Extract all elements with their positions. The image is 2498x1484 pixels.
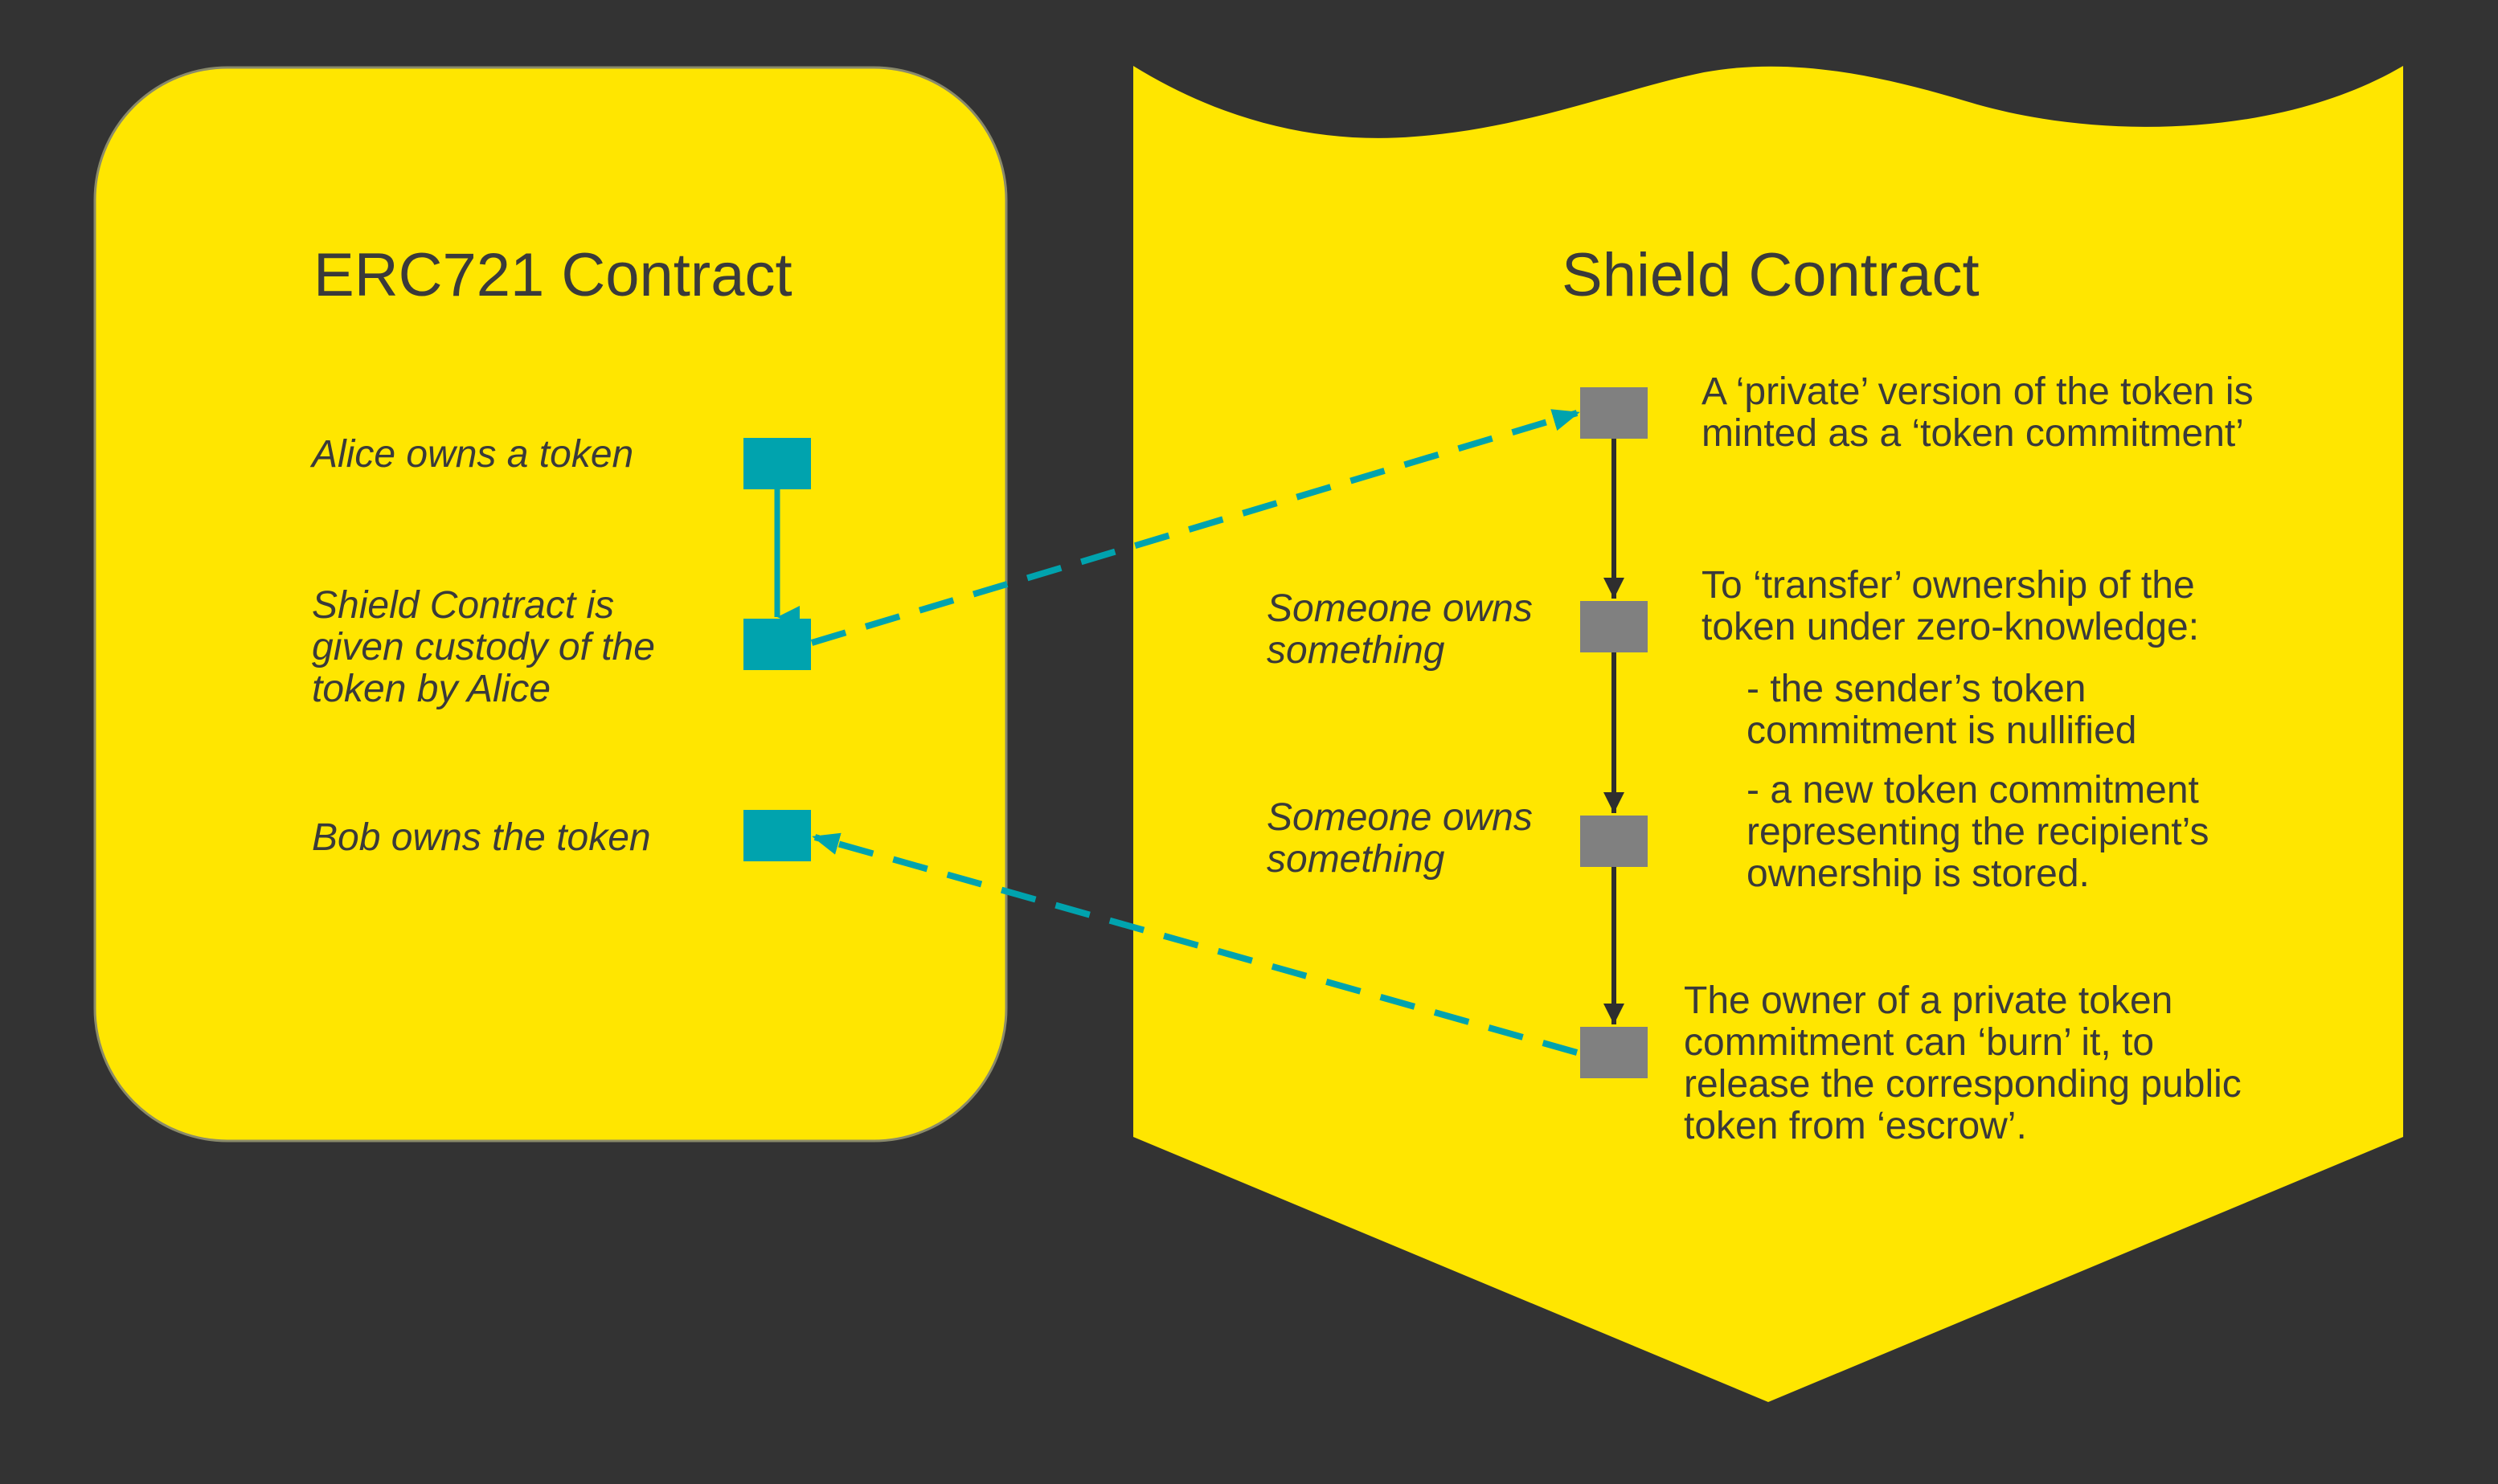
new-commitment-bullet: - a new token commitment representing th… <box>1747 770 2209 895</box>
note-line: token under zero-knowledge: <box>1702 606 2200 648</box>
note-line: minted as a ‘token commitment’ <box>1702 412 2244 455</box>
mint-note: A ‘private’ version of the token is mint… <box>1702 371 2254 455</box>
someone-owns-label-1: Someone owns something <box>1267 588 1533 672</box>
label-line: token by Alice <box>312 668 551 710</box>
label-line: Bob owns the token <box>312 816 651 859</box>
note-line: commitment can ‘burn’ it, to <box>1684 1021 2155 1064</box>
step-label-custody: Shield Contract is given custody of the … <box>312 585 655 710</box>
note-line: - the sender’s token <box>1747 668 2086 710</box>
transfer-note: To ‘transfer’ ownership of the token und… <box>1702 565 2199 648</box>
label-line: given custody of the <box>312 626 655 668</box>
note-line: representing the recipient’s <box>1747 811 2209 853</box>
label-line: Someone owns <box>1267 796 1533 839</box>
label-line: Someone owns <box>1267 587 1533 630</box>
note-line: - a new token commitment <box>1747 769 2199 811</box>
burn-commitment-box <box>1580 1027 1648 1078</box>
label-line: Shield Contract is <box>312 584 615 627</box>
note-line: The owner of a private token <box>1684 979 2173 1022</box>
shield-title: Shield Contract <box>1562 241 1980 309</box>
deposit-dashed-arrow <box>810 409 1580 646</box>
shield-panel <box>1133 66 2403 1402</box>
withdraw-dashed-arrow <box>812 832 1579 1056</box>
note-line: A ‘private’ version of the token is <box>1702 370 2254 413</box>
commitment-box-3 <box>1580 816 1648 867</box>
step-label-bob: Bob owns the token <box>312 817 651 859</box>
note-line: To ‘transfer’ ownership of the <box>1702 564 2195 607</box>
custody-token-box <box>743 619 811 670</box>
label-line: something <box>1267 838 1445 881</box>
someone-owns-label-2: Someone owns something <box>1267 797 1533 881</box>
alice-token-box <box>743 438 811 489</box>
note-line: token from ‘escrow’. <box>1684 1105 2027 1147</box>
step-label-alice: Alice owns a token <box>312 434 633 476</box>
burn-note: The owner of a private token commitment … <box>1684 980 2242 1147</box>
erc721-title: ERC721 Contract <box>313 241 792 309</box>
mint-commitment-box <box>1580 387 1648 439</box>
note-line: release the corresponding public <box>1684 1063 2242 1106</box>
note-line: commitment is nullified <box>1747 709 2137 752</box>
note-line: ownership is stored. <box>1747 852 2090 895</box>
label-line: something <box>1267 629 1445 672</box>
label-line: Alice owns a token <box>312 433 634 476</box>
commitment-box-2 <box>1580 601 1648 652</box>
nullify-bullet: - the sender’s token commitment is nulli… <box>1747 668 2136 752</box>
bob-token-box <box>743 810 811 861</box>
erc721-panel <box>93 66 1008 1143</box>
